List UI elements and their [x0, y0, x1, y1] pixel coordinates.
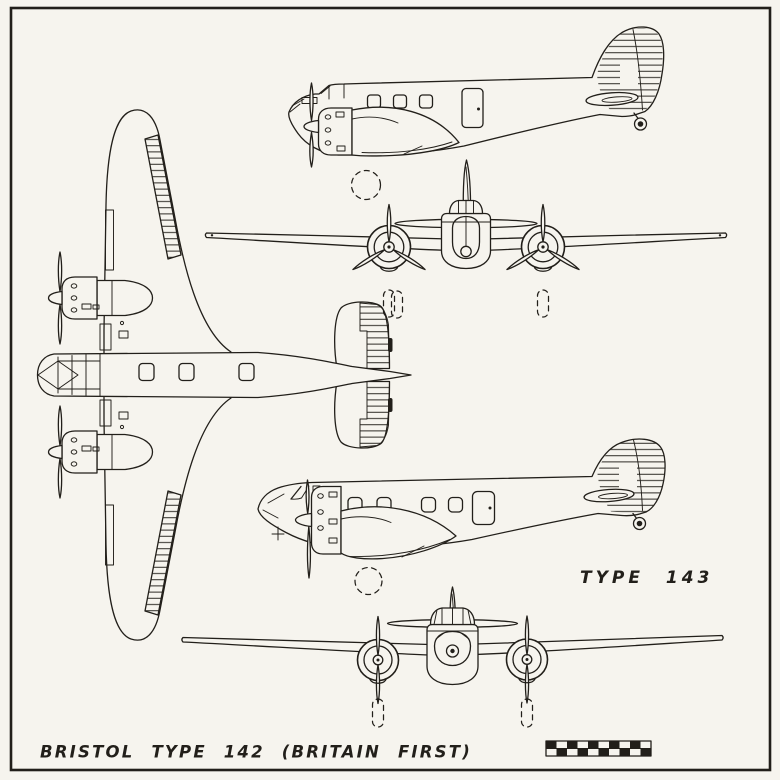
propeller-blade [57, 457, 63, 499]
plan-aileron-upper [144, 134, 182, 260]
side143-rudder-hinge [633, 439, 643, 511]
side143-door [471, 490, 496, 526]
front143-engine-right [505, 615, 549, 704]
propeller-blade [524, 663, 530, 704]
side142-engine-nacelle [303, 82, 353, 168]
drawing-caption: BRISTOL TYPE 142 (BRITAIN FIRST) [40, 743, 472, 762]
side142-door [461, 87, 484, 129]
propeller-spinner [303, 119, 320, 134]
propeller-blade [386, 203, 392, 243]
plan-engine-nacelle-lower [47, 399, 154, 499]
propeller-blade [524, 615, 530, 656]
propeller-blade [306, 525, 312, 579]
variant-label: TYPE 143 [580, 568, 713, 588]
plan-fuselage [36, 351, 412, 399]
plan-wing [103, 109, 232, 641]
side143-tailwheel [632, 512, 647, 531]
side143-wheel-ghost [354, 566, 383, 596]
propeller-blade [57, 405, 63, 447]
front142-engine-right [506, 203, 580, 272]
front143-wheel-ghost-left [371, 698, 385, 728]
propeller-blade [305, 479, 310, 515]
propeller-blade [57, 251, 63, 293]
propeller-blade [375, 615, 381, 656]
side-view-type-143 [257, 438, 666, 596]
propeller-blade [309, 131, 314, 168]
front142-fuselage [440, 199, 492, 270]
front142-nose-dome [451, 215, 481, 260]
propeller-blade [309, 82, 314, 122]
propeller-spinner [47, 290, 63, 306]
plan-engine-nacelle-upper [47, 251, 154, 351]
side142-rudder-hinge [632, 29, 643, 111]
side142-cockpit-canopy [289, 83, 345, 113]
propeller-spinner [47, 444, 63, 460]
side142-tailplane [585, 91, 639, 107]
plan-tailplane [334, 290, 404, 449]
side-view-type-142 [288, 26, 665, 201]
front142-engine-left [352, 203, 426, 272]
front142-wheel-ghost-right [536, 289, 550, 318]
side142-windows [366, 87, 484, 129]
side143-fin-rudder-hatch [597, 439, 666, 514]
front143-engine-left [356, 615, 400, 705]
front143-wheel-ghost-right [520, 698, 534, 728]
side142-fin-rudder-hatch [597, 27, 663, 113]
propeller-spinner [294, 512, 313, 528]
side143-engine-nacelle [294, 479, 342, 579]
scale-bar [545, 740, 652, 757]
side142-tailwheel [633, 112, 648, 131]
front143-fuselage [426, 607, 479, 686]
propeller-blade [540, 203, 546, 243]
plan-leading-edge-slat-upper [105, 209, 114, 271]
front-view-type-143 [181, 586, 724, 728]
side143-tailplane [583, 488, 635, 503]
front142-wheel-ghost-left [382, 289, 396, 318]
plan-aileron-lower [144, 490, 182, 616]
drawing-border [9, 6, 772, 772]
plan-nose-glazing [37, 353, 101, 397]
propeller-blade [375, 664, 381, 705]
plan-tailwheel-ghost [390, 290, 404, 319]
plan-leading-edge-slat-lower [105, 504, 114, 566]
side142-wheel-ghost [350, 169, 382, 201]
side143-wing-fairing [340, 506, 457, 560]
side142-wing-fairing [351, 106, 460, 157]
front-view-type-142 [204, 159, 728, 318]
plan-view-type-142 [36, 109, 412, 641]
plan-cabin-windows [138, 362, 255, 382]
propeller-blade [57, 303, 63, 345]
